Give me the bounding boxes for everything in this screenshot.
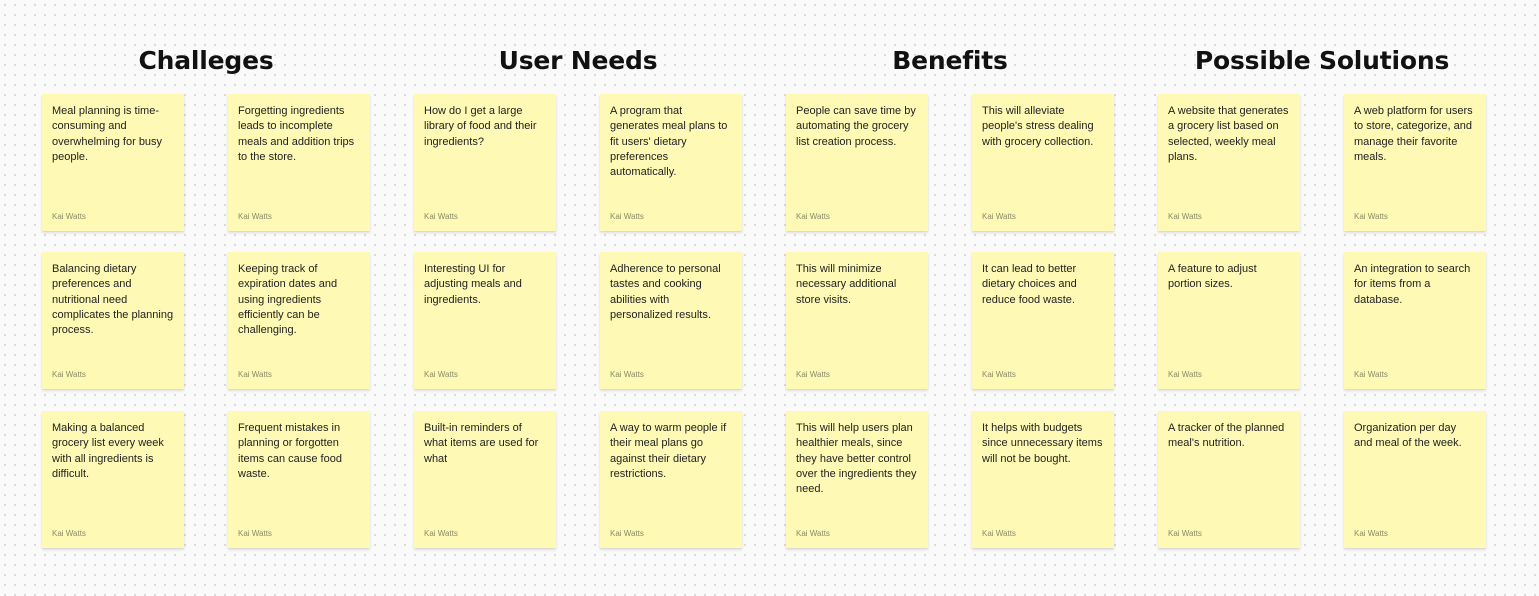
- sticky-note-text: A web platform for users to store, categ…: [1354, 105, 1473, 163]
- sticky-note-text: Keeping track of expiration dates and us…: [238, 263, 338, 337]
- sticky-note-text: People can save time by automating the g…: [796, 105, 916, 148]
- sticky-note-text: An integration to search for items from …: [1354, 263, 1471, 306]
- sticky-note-text: Adherence to personal tastes and cooking…: [610, 263, 721, 321]
- sticky-note-author: Kai Watts: [610, 529, 644, 538]
- sticky-note-author: Kai Watts: [52, 212, 86, 221]
- sticky-note[interactable]: A web platform for users to store, categ…: [1344, 94, 1486, 231]
- sticky-note-author: Kai Watts: [610, 370, 644, 379]
- sticky-note-author: Kai Watts: [796, 370, 830, 379]
- sticky-note[interactable]: This will alleviate people's stress deal…: [972, 94, 1114, 231]
- sticky-note[interactable]: Organization per day and meal of the wee…: [1344, 411, 1486, 548]
- sticky-note-text: Balancing dietary preferences and nutrit…: [52, 263, 174, 337]
- column-title[interactable]: Possible Solutions: [1194, 46, 1450, 75]
- sticky-note-text: A tracker of the planned meal's nutritio…: [1168, 422, 1285, 450]
- column-title[interactable]: User Needs: [498, 46, 658, 75]
- sticky-note-author: Kai Watts: [238, 212, 272, 221]
- sticky-note[interactable]: It can lead to better dietary choices an…: [972, 252, 1114, 389]
- sticky-note-text: Making a balanced grocery list every wee…: [52, 422, 164, 480]
- sticky-note[interactable]: Balancing dietary preferences and nutrit…: [42, 252, 184, 389]
- sticky-note-author: Kai Watts: [1354, 212, 1388, 221]
- sticky-note-author: Kai Watts: [982, 529, 1016, 538]
- sticky-note[interactable]: A way to warm people if their meal plans…: [600, 411, 742, 548]
- sticky-note[interactable]: Frequent mistakes in planning or forgott…: [228, 411, 370, 548]
- sticky-note-author: Kai Watts: [796, 212, 830, 221]
- sticky-note-author: Kai Watts: [1168, 529, 1202, 538]
- sticky-note-author: Kai Watts: [1168, 212, 1202, 221]
- sticky-note-author: Kai Watts: [52, 529, 86, 538]
- column-possible-solutions: Possible Solutions A website that genera…: [1158, 0, 1486, 596]
- sticky-note[interactable]: Adherence to personal tastes and cooking…: [600, 252, 742, 389]
- sticky-note[interactable]: A feature to adjust portion sizes. Kai W…: [1158, 252, 1300, 389]
- sticky-note[interactable]: A website that generates a grocery list …: [1158, 94, 1300, 231]
- sticky-note-author: Kai Watts: [1354, 370, 1388, 379]
- sticky-note-author: Kai Watts: [424, 529, 458, 538]
- sticky-note-text: Organization per day and meal of the wee…: [1354, 422, 1462, 450]
- sticky-note[interactable]: An integration to search for items from …: [1344, 252, 1486, 389]
- sticky-note-text: This will help users plan healthier meal…: [796, 422, 917, 496]
- sticky-note-text: A website that generates a grocery list …: [1168, 105, 1289, 163]
- sticky-note-text: It can lead to better dietary choices an…: [982, 263, 1077, 306]
- sticky-note[interactable]: This will help users plan healthier meal…: [786, 411, 928, 548]
- sticky-note-author: Kai Watts: [238, 529, 272, 538]
- sticky-note-text: A way to warm people if their meal plans…: [610, 422, 727, 480]
- column-title[interactable]: Challeges: [138, 46, 274, 75]
- sticky-note-text: Forgetting ingredients leads to incomple…: [238, 105, 355, 163]
- sticky-note-author: Kai Watts: [424, 212, 458, 221]
- sticky-note[interactable]: Meal planning is time-consuming and over…: [42, 94, 184, 231]
- sticky-note[interactable]: This will minimize necessary additional …: [786, 252, 928, 389]
- sticky-note[interactable]: It helps with budgets since unnecessary …: [972, 411, 1114, 548]
- sticky-note-text: A program that generates meal plans to f…: [610, 105, 728, 179]
- sticky-note[interactable]: How do I get a large library of food and…: [414, 94, 556, 231]
- sticky-note[interactable]: Making a balanced grocery list every wee…: [42, 411, 184, 548]
- sticky-note-text: It helps with budgets since unnecessary …: [982, 422, 1103, 465]
- column-challenges: Challeges Meal planning is time-consumin…: [42, 0, 370, 596]
- sticky-note-author: Kai Watts: [982, 370, 1016, 379]
- sticky-note[interactable]: A tracker of the planned meal's nutritio…: [1158, 411, 1300, 548]
- sticky-note-text: Interesting UI for adjusting meals and i…: [424, 263, 522, 306]
- sticky-note-text: Meal planning is time-consuming and over…: [52, 105, 163, 163]
- sticky-note-author: Kai Watts: [52, 370, 86, 379]
- sticky-note-text: This will minimize necessary additional …: [796, 263, 897, 306]
- sticky-note-author: Kai Watts: [238, 370, 272, 379]
- sticky-note-author: Kai Watts: [1354, 529, 1388, 538]
- sticky-note-author: Kai Watts: [610, 212, 644, 221]
- sticky-note-text: Frequent mistakes in planning or forgott…: [238, 422, 342, 480]
- sticky-note[interactable]: Built-in reminders of what items are use…: [414, 411, 556, 548]
- sticky-note-author: Kai Watts: [1168, 370, 1202, 379]
- sticky-note-text: A feature to adjust portion sizes.: [1168, 263, 1257, 291]
- sticky-note[interactable]: A program that generates meal plans to f…: [600, 94, 742, 231]
- column-user-needs: User Needs How do I get a large library …: [414, 0, 742, 596]
- sticky-note[interactable]: People can save time by automating the g…: [786, 94, 928, 231]
- sticky-note[interactable]: Interesting UI for adjusting meals and i…: [414, 252, 556, 389]
- sticky-note[interactable]: Keeping track of expiration dates and us…: [228, 252, 370, 389]
- sticky-note-text: Built-in reminders of what items are use…: [424, 422, 539, 465]
- sticky-note-author: Kai Watts: [796, 529, 830, 538]
- column-title[interactable]: Benefits: [892, 46, 1008, 75]
- sticky-note-text: How do I get a large library of food and…: [424, 105, 537, 148]
- sticky-note-text: This will alleviate people's stress deal…: [982, 105, 1094, 148]
- column-benefits: Benefits People can save time by automat…: [786, 0, 1114, 596]
- sticky-note[interactable]: Forgetting ingredients leads to incomple…: [228, 94, 370, 231]
- sticky-note-author: Kai Watts: [982, 212, 1016, 221]
- sticky-note-author: Kai Watts: [424, 370, 458, 379]
